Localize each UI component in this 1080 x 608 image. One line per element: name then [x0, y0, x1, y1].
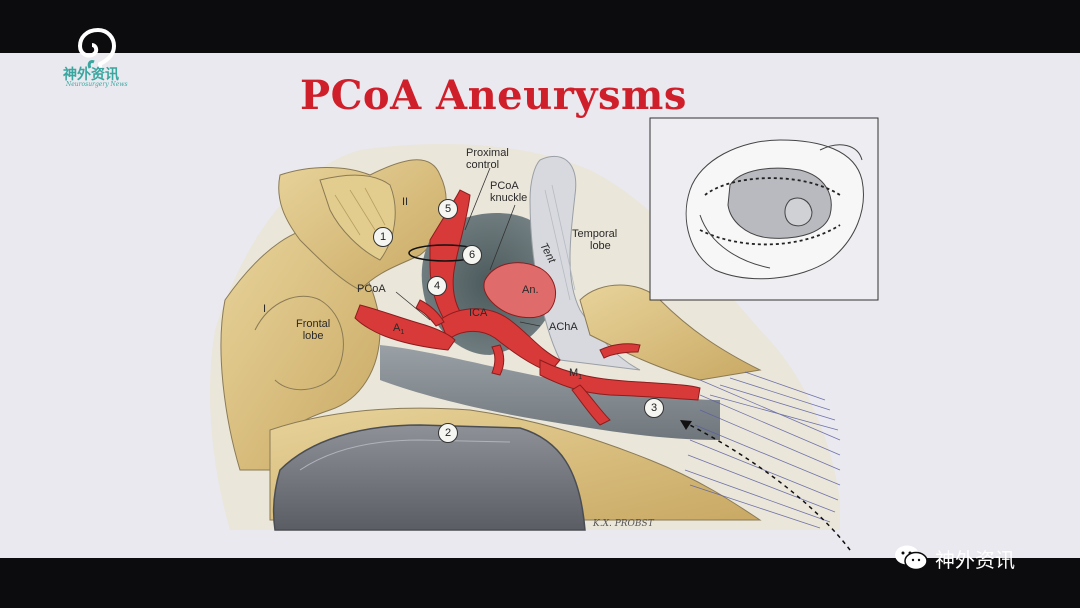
wechat-icon	[895, 545, 928, 571]
temporal-lobe	[579, 284, 762, 381]
marker-4: 4	[427, 276, 447, 296]
logo-icon	[77, 28, 117, 70]
leader-lines	[395, 167, 541, 327]
aneurysm	[483, 262, 556, 319]
marker-1: 1	[373, 227, 393, 247]
logo-name-cn: 神外资讯	[63, 67, 119, 83]
label-frontal-lobe: Frontal lobe	[296, 318, 331, 342]
watermark: 神外资讯	[893, 543, 1015, 573]
label-an: An.	[522, 284, 539, 296]
sylvian-fissure	[380, 345, 720, 440]
marker-6: 6	[462, 245, 482, 265]
retractor	[272, 424, 586, 531]
label-temporal-lobe: Temporal lobe	[572, 228, 618, 252]
label-ica: ICA	[469, 307, 488, 319]
marker-3: 3	[644, 398, 664, 418]
trajectory-arrow	[679, 419, 851, 551]
label-a1: A1	[393, 322, 405, 337]
logo-name-en: Neurosurgery News	[66, 81, 128, 88]
label-roman-i: I	[263, 303, 267, 315]
marker-2: 2	[438, 423, 458, 443]
label-roman-ii: II	[402, 196, 409, 208]
artist-signature: K.X. PROBST	[593, 519, 654, 529]
slide-title: PCoA Aneurysms	[300, 72, 687, 119]
label-m1: M1	[569, 367, 583, 382]
label-pcoa: PCoA	[357, 283, 386, 295]
frontal-lobe-gyrus	[254, 295, 344, 391]
label-acha: AChA	[549, 321, 578, 333]
surgical-brush	[684, 371, 841, 529]
marker-5: 5	[438, 199, 458, 219]
inset-skull-diagram	[685, 139, 864, 280]
watermark-text: 神外资讯	[935, 547, 1015, 572]
arteries	[354, 189, 701, 426]
